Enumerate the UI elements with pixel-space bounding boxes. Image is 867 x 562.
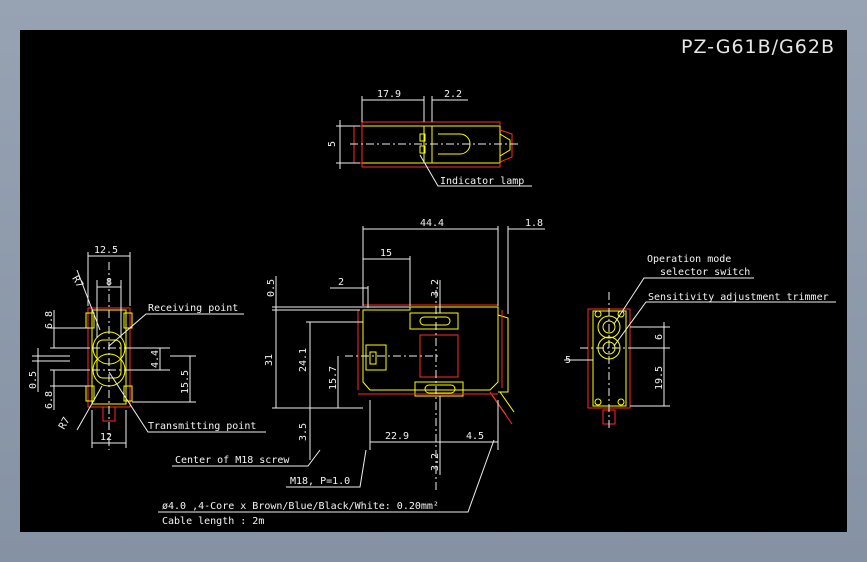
rear-dim-6: 6 bbox=[654, 334, 665, 340]
cable-spec-label: ø4.0 ,4-Core x Brown/Blue/Black/White: 0… bbox=[162, 501, 439, 512]
side-dim-2: 2 bbox=[338, 277, 344, 288]
cad-viewport[interactable]: PZ-G61B/G62B 17.9 2.2 5 Indicator lamp bbox=[20, 30, 847, 532]
sensitivity-trimmer-label: Sensitivity adjustment trimmer bbox=[648, 292, 829, 303]
mode-selector-label-2: selector switch bbox=[660, 267, 750, 278]
indicator-lamp-label: Indicator lamp bbox=[440, 176, 524, 187]
front-dim-0-5: 0.5 bbox=[28, 371, 39, 389]
side-dim-31: 31 bbox=[264, 354, 275, 366]
top-dim-17-9: 17.9 bbox=[377, 89, 401, 100]
front-view: 12.5 8 R7 6.8 0.5 6.8 R7 4.4 15.5 bbox=[28, 245, 266, 450]
top-view: 17.9 2.2 5 Indicator lamp bbox=[327, 89, 532, 187]
side-dim-0-5: 0.5 bbox=[266, 279, 277, 297]
front-dim-12: 12 bbox=[100, 432, 112, 443]
side-dim-22-9: 22.9 bbox=[385, 431, 409, 442]
rear-view: 5 6 19.5 Operation mode selector switch … bbox=[564, 254, 836, 430]
side-dim-15: 15 bbox=[380, 248, 392, 259]
front-dim-12-5: 12.5 bbox=[94, 245, 118, 256]
side-view: 44.4 1.8 15 2 0.5 31 24.1 15.7 3.5 3.2 2… bbox=[158, 218, 545, 527]
mode-selector-label-1: Operation mode bbox=[647, 254, 731, 265]
technical-drawing: PZ-G61B/G62B 17.9 2.2 5 Indicator lamp bbox=[28, 36, 836, 527]
cable-length-label: Cable length : 2m bbox=[162, 516, 264, 527]
top-dim-5: 5 bbox=[327, 141, 338, 147]
top-dim-2-2: 2.2 bbox=[444, 89, 462, 100]
front-dim-4-4: 4.4 bbox=[150, 350, 161, 368]
receiving-point-label: Receiving point bbox=[148, 303, 238, 314]
side-dim-44-4: 44.4 bbox=[420, 218, 444, 229]
rear-dim-19-5: 19.5 bbox=[654, 366, 665, 390]
side-dim-3-2-top: 3.2 bbox=[430, 279, 441, 297]
side-dim-4-5: 4.5 bbox=[466, 431, 484, 442]
side-dim-15-7: 15.7 bbox=[328, 366, 339, 390]
front-dim-8: 8 bbox=[106, 277, 112, 288]
m18-center-label: Center of M18 screw bbox=[175, 455, 290, 466]
transmitting-point-label: Transmitting point bbox=[148, 421, 256, 432]
side-dim-3-2-bottom: 3.2 bbox=[430, 453, 441, 471]
front-dim-15-5: 15.5 bbox=[180, 370, 191, 394]
rear-dim-5: 5 bbox=[565, 355, 571, 366]
side-dim-1-8: 1.8 bbox=[525, 218, 543, 229]
front-dim-r7-bottom: R7 bbox=[57, 416, 73, 432]
side-dim-3-5: 3.5 bbox=[298, 423, 309, 441]
side-dim-24-1: 24.1 bbox=[298, 348, 309, 372]
thread-label: M18, P=1.0 bbox=[290, 476, 350, 487]
front-dim-6-8-bottom: 6.8 bbox=[44, 391, 55, 409]
front-dim-6-8-top: 6.8 bbox=[44, 311, 55, 329]
drawing-title: PZ-G61B/G62B bbox=[681, 36, 835, 58]
front-dim-r7-top: R7 bbox=[69, 274, 85, 290]
